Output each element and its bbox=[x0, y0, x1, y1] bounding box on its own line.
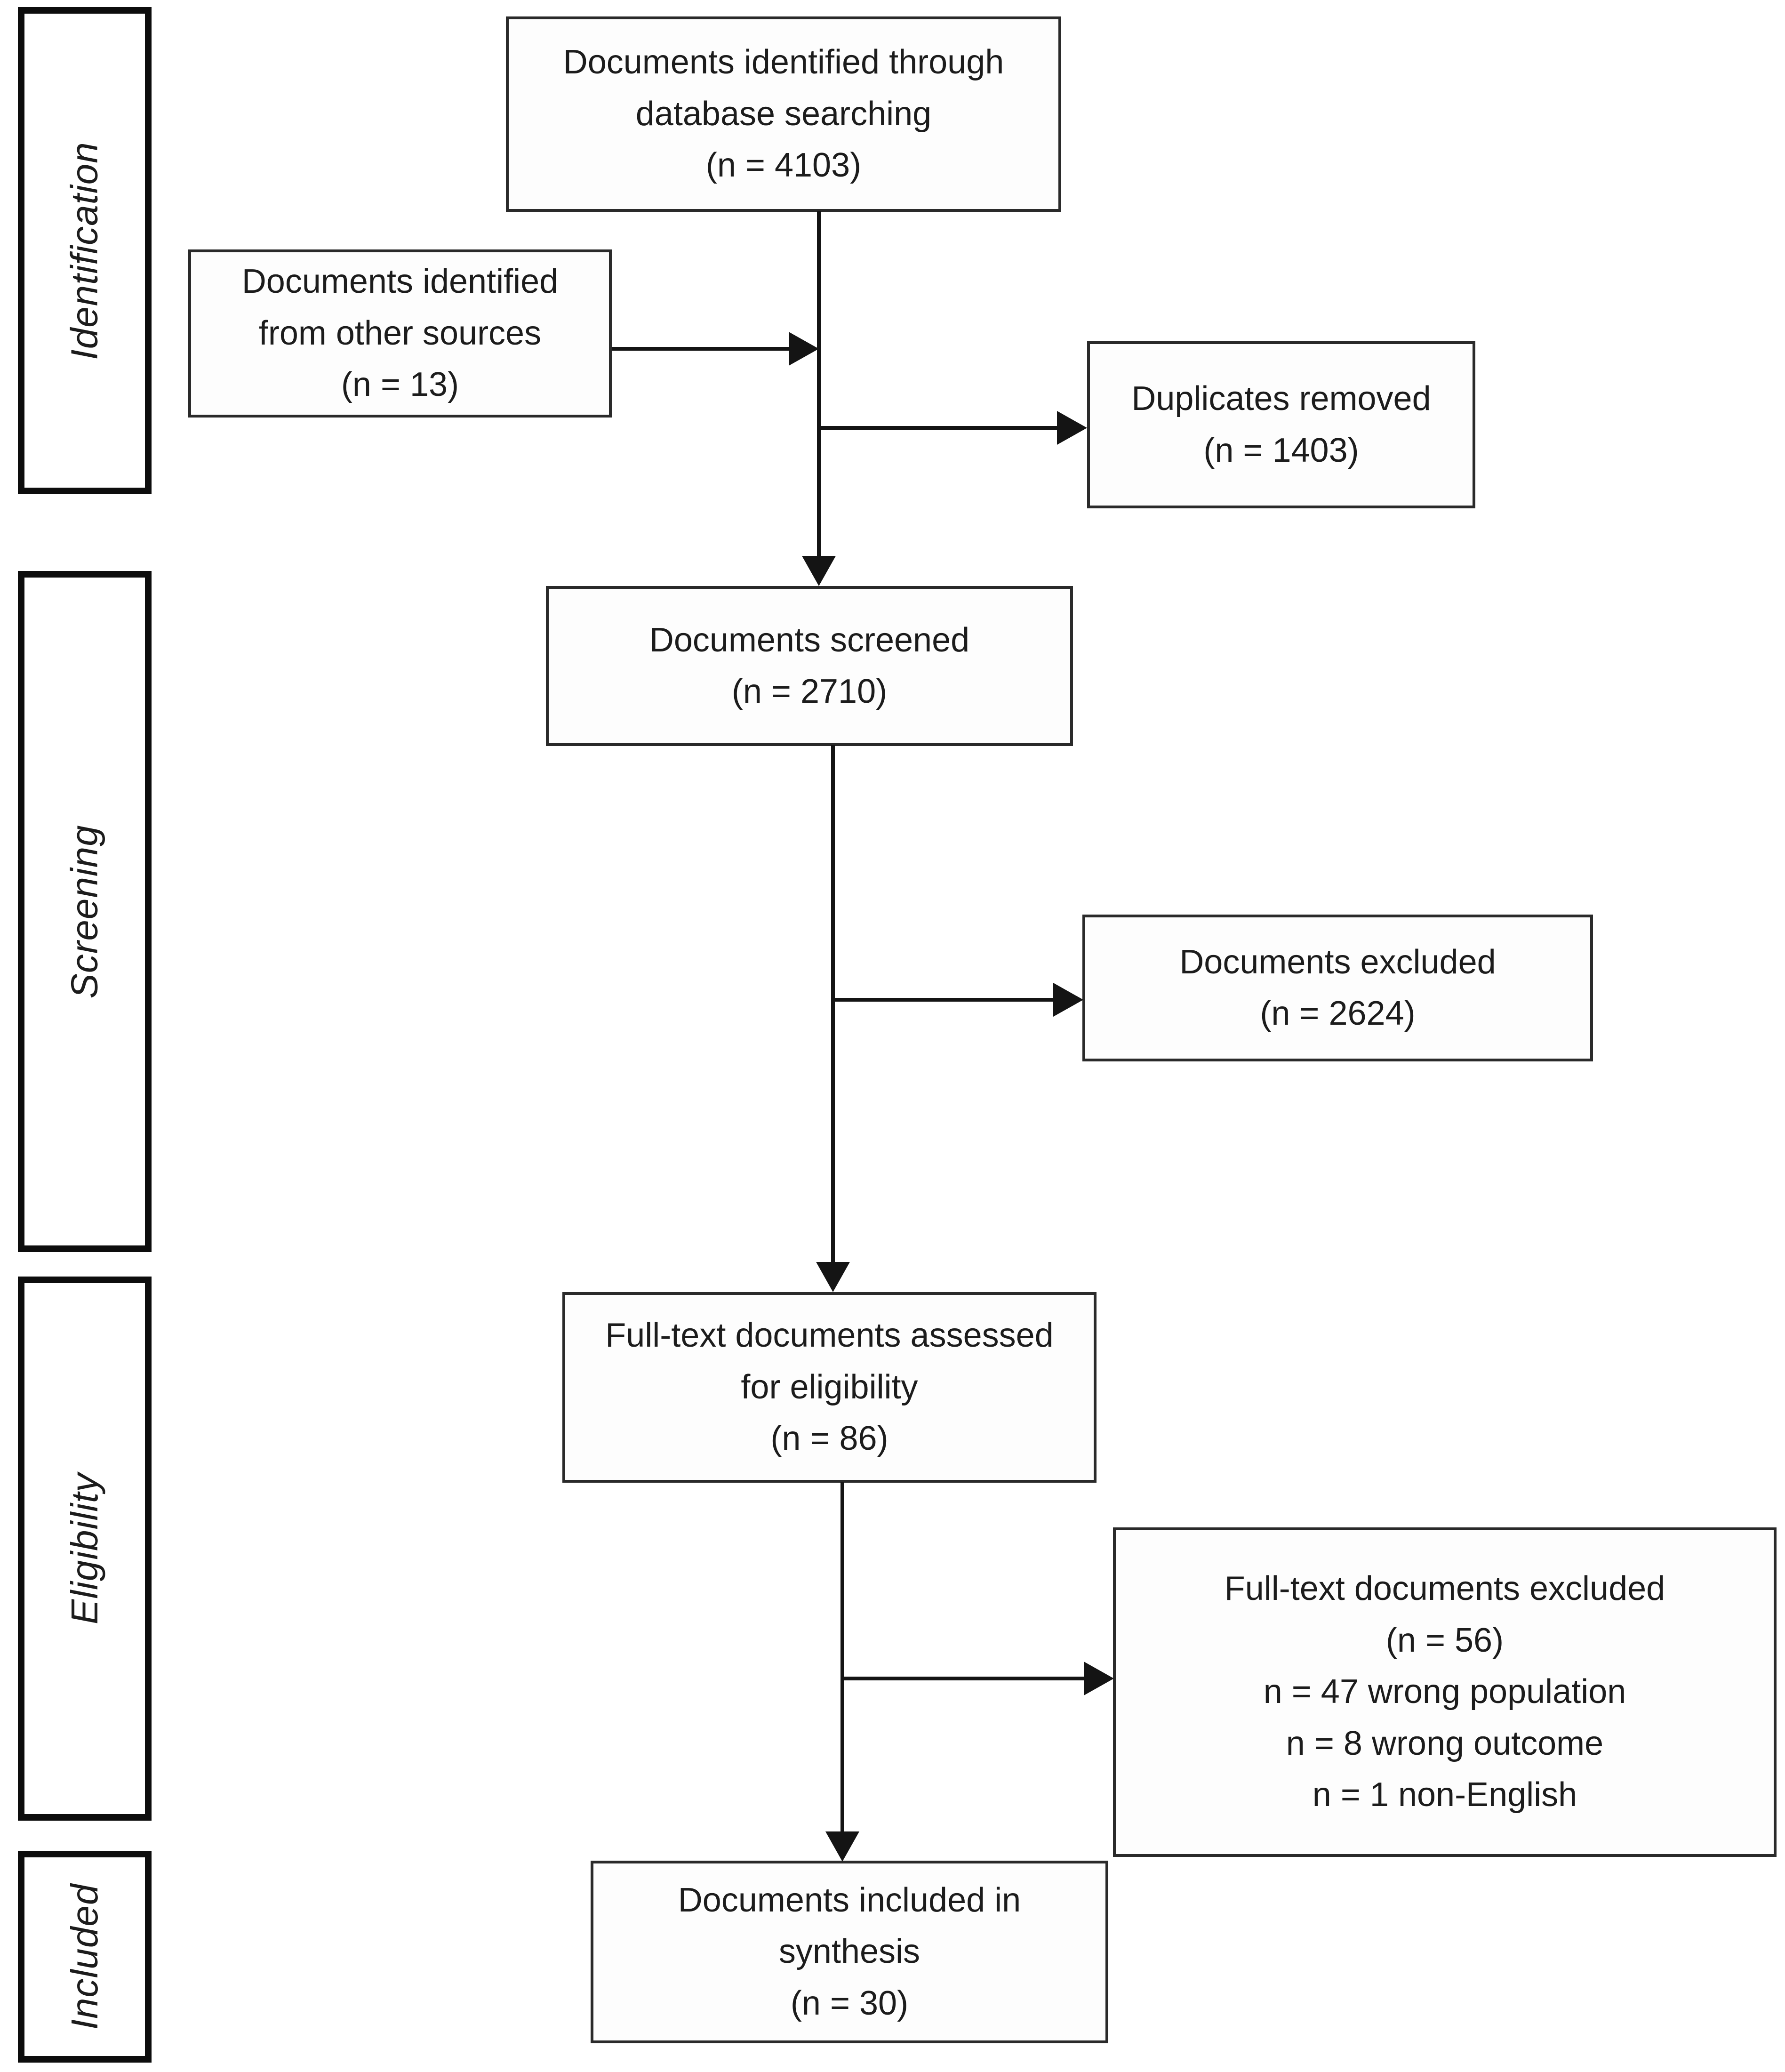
stage-eligibility-label: Eligibility bbox=[64, 1472, 105, 1625]
stage-screening: Screening bbox=[18, 571, 152, 1252]
box-fulltext-excluded: Full-text documents excluded (n = 56) n … bbox=[1113, 1527, 1777, 1857]
arrowhead-into-screened-icon bbox=[802, 556, 836, 586]
stage-eligibility: Eligibility bbox=[18, 1277, 152, 1821]
arrowhead-into-excluded-icon bbox=[1053, 983, 1083, 1017]
connector-database-to-screened-line bbox=[817, 211, 821, 557]
connector-to-duplicates-line bbox=[819, 426, 1059, 430]
arrowhead-into-fulltext-excluded-icon bbox=[1084, 1662, 1114, 1695]
box-documents-excluded: Documents excluded (n = 2624) bbox=[1082, 915, 1593, 1061]
arrowhead-into-fulltext-icon bbox=[816, 1262, 850, 1292]
connector-fulltext-to-included-line bbox=[840, 1482, 844, 1832]
arrowhead-into-duplicates-icon bbox=[1057, 411, 1087, 445]
box-identified-other-sources: Documents identified from other sources … bbox=[188, 249, 612, 418]
connector-to-excluded-line bbox=[833, 998, 1054, 1002]
stage-included-label: Included bbox=[64, 1883, 105, 2030]
box-included-synthesis: Documents included in synthesis (n = 30) bbox=[591, 1861, 1108, 2043]
box-identified-database: Documents identified through database se… bbox=[506, 16, 1061, 212]
connector-to-fulltext-excluded-line bbox=[842, 1677, 1085, 1680]
stage-identification-label: Identification bbox=[64, 141, 105, 360]
arrowhead-into-included-icon bbox=[825, 1831, 859, 1862]
stage-identification: Identification bbox=[18, 7, 152, 494]
box-duplicates-removed: Duplicates removed (n = 1403) bbox=[1087, 341, 1475, 508]
arrowhead-other-sources-icon bbox=[789, 332, 819, 366]
box-fulltext-assessed: Full-text documents assessed for eligibi… bbox=[562, 1292, 1097, 1483]
connector-screened-to-fulltext-line bbox=[831, 745, 835, 1263]
box-documents-screened: Documents screened (n = 2710) bbox=[546, 586, 1073, 746]
connector-other-sources-line bbox=[612, 347, 789, 351]
stage-screening-label: Screening bbox=[64, 824, 106, 999]
stage-included: Included bbox=[18, 1851, 152, 2063]
